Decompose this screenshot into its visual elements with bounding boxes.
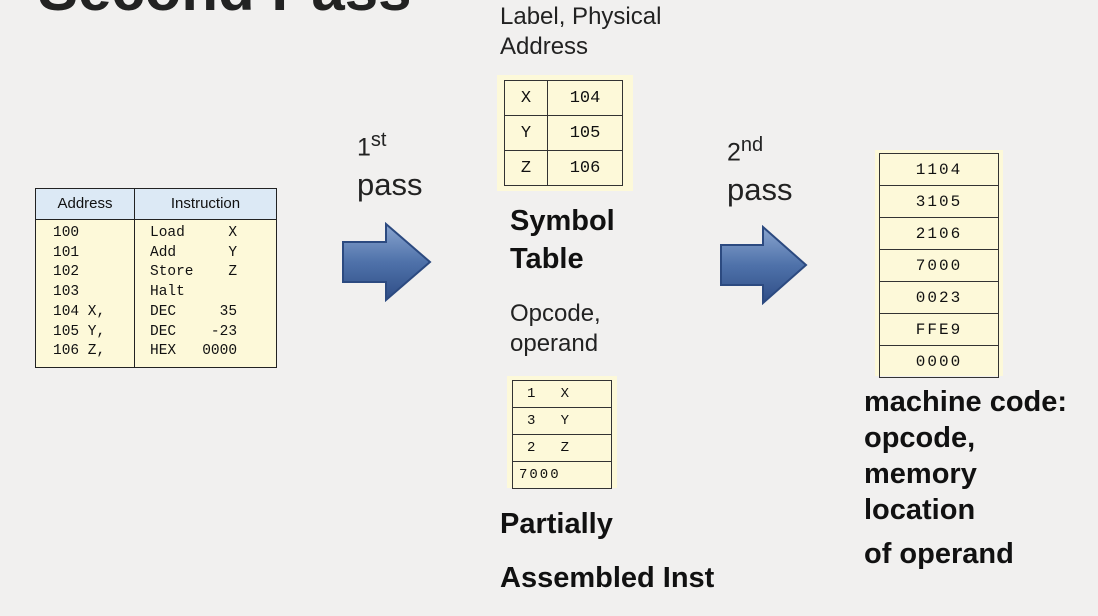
second-pass-sup: nd (740, 134, 764, 156)
table-row: 0000 (879, 345, 999, 378)
table-row: 1104 (879, 153, 999, 186)
table-row: FFE9 (879, 313, 999, 346)
table-header: Address Instruction (36, 189, 276, 220)
symbol-table-caption: Label, Physical Address (500, 2, 661, 62)
table-row: 7000 (879, 249, 999, 282)
caption-line: operand (510, 330, 599, 357)
right-arrow-icon (720, 225, 808, 305)
machine-code-cell: 0023 (879, 281, 999, 314)
source-program-table: Address Instruction 100 101 102 103 104 … (35, 188, 277, 368)
symbol-cell: Z (504, 150, 548, 186)
slide-title: Second Pass (38, 0, 412, 20)
table-row: 7000 (512, 461, 612, 489)
table-row: 1 X (512, 380, 612, 408)
label-line: Assembled Inst (500, 562, 715, 594)
instruction-cell: Store Z (150, 264, 238, 281)
caption-line: Opcode, (510, 300, 601, 327)
symbol-table-label: Symbol Table (510, 202, 615, 278)
instruction-cell: Halt (150, 284, 185, 301)
instruction-cell: DEC 35 (150, 303, 238, 320)
instruction-cell: DEC -23 (150, 323, 238, 340)
instruction-cell: Add Y (150, 244, 238, 261)
address-column: 100 101 102 103 104 X, 105 Y, 106 Z, (36, 220, 135, 367)
table-row: 2 Z (512, 434, 612, 462)
partial-cell: 2 Z (512, 434, 612, 462)
address-cell: 101 (53, 244, 80, 261)
label-line: Partially (500, 508, 613, 540)
label-line: memory (864, 458, 977, 490)
machine-code-cell: 0000 (879, 345, 999, 378)
machine-code-cell: 7000 (879, 249, 999, 282)
address-cell: 102 (53, 264, 80, 281)
table-row: 3105 (879, 185, 999, 218)
caption-line: Label, Physical (500, 3, 662, 30)
label-line: of operand (864, 538, 1014, 570)
address-header: Address (36, 189, 135, 219)
partial-cell: 3 Y (512, 407, 612, 435)
first-pass-sup: st (370, 129, 387, 151)
partial-cell: 7000 (512, 461, 612, 489)
label-line: opcode, (864, 422, 976, 454)
symbol-cell: X (504, 80, 548, 116)
address-cell: 103 (53, 284, 80, 301)
address-cell: 104 X, (53, 303, 106, 320)
table-row: X 104 (504, 80, 623, 116)
partial-caption: Opcode, operand (510, 299, 601, 359)
address-cell: 105 (547, 115, 623, 151)
label-line: location (864, 494, 976, 526)
machine-code-cell: 2106 (879, 217, 999, 250)
instruction-cell: HEX 0000 (150, 343, 238, 360)
symbol-cell: Y (504, 115, 548, 151)
table-row: Z 106 (504, 150, 623, 186)
table-row: 2106 (879, 217, 999, 250)
instruction-column: Load X Add Y Store Z Halt DEC 35 DEC -23… (135, 220, 276, 367)
first-pass-word: pass (357, 167, 423, 203)
address-cell: 106 Z, (53, 343, 106, 360)
partial-cell: 1 X (512, 380, 612, 408)
caption-line: Address (500, 33, 589, 60)
address-cell: 104 (547, 80, 623, 116)
label-line: Table (510, 243, 584, 275)
instruction-cell: Load X (150, 225, 238, 241)
table-row: 3 Y (512, 407, 612, 435)
address-cell: 105 Y, (53, 323, 106, 340)
instruction-header: Instruction (170, 195, 241, 212)
second-pass-word: pass (727, 172, 793, 208)
first-pass-num: 1 (357, 133, 371, 162)
symbol-table: X 104 Y 105 Z 106 (497, 75, 633, 191)
second-pass-label: 2nd pass (727, 130, 792, 213)
label-line: machine code: (864, 386, 1068, 418)
machine-code-table: 1104 3105 2106 7000 0023 FFE9 0000 (875, 150, 1003, 378)
address-cell: 100 (53, 225, 80, 241)
machine-code-cell: 1104 (879, 153, 999, 186)
label-line: Symbol (510, 205, 615, 237)
table-row: 0023 (879, 281, 999, 314)
partial-label: Partially Assembled Inst (500, 497, 714, 605)
first-pass-label: 1st pass (357, 125, 422, 208)
partial-assembled-table: 1 X 3 Y 2 Z 7000 (507, 376, 617, 489)
machine-code-cell: 3105 (879, 185, 999, 218)
address-cell: 106 (547, 150, 623, 186)
machine-code-cell: FFE9 (879, 313, 999, 346)
second-pass-num: 2 (727, 138, 741, 167)
machine-code-label: machine code: opcode, memory location of… (864, 384, 1067, 572)
right-arrow-icon (342, 222, 432, 302)
table-row: Y 105 (504, 115, 623, 151)
